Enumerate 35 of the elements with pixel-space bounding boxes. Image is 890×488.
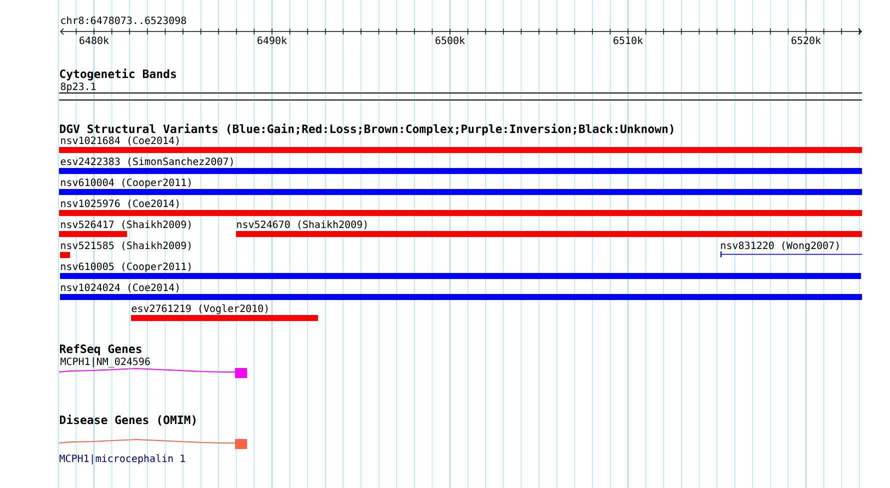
track-heading: RefSeq Genes bbox=[60, 344, 142, 356]
variant-bar: nsv521585 (Shaikh2009) bbox=[60, 241, 191, 258]
node-label: nsv524670 (Shaikh2009) bbox=[237, 220, 367, 230]
track-heading: Disease Genes (OMIM) bbox=[60, 414, 196, 426]
node-label: nsv521585 (Shaikh2009) bbox=[61, 241, 191, 250]
node-label: nsv1024024 (Coe2014) bbox=[61, 283, 179, 292]
tick-label: 6480k bbox=[80, 36, 109, 44]
variant-bar: nsv1021684 (Coe2014) bbox=[59, 136, 862, 153]
variant-bar: nsv610005 (Cooper2011) bbox=[60, 262, 861, 279]
cytoband-bar: 8p23.1 bbox=[58, 82, 862, 100]
variant-bar: esv2761219 (Vogler2010) bbox=[131, 304, 318, 321]
variant-bar: nsv610004 (Cooper2011) bbox=[59, 178, 862, 195]
variant-bar: esv2422383 (SimonSanchez2007) bbox=[59, 157, 862, 174]
tick-label: 6490k bbox=[258, 36, 287, 44]
variant-line: nsv831220 (Wong2007) bbox=[720, 241, 862, 258]
node-label: nsv1025976 (Coe2014) bbox=[61, 199, 179, 208]
variant-bar: nsv1024024 (Coe2014) bbox=[60, 283, 862, 300]
tick-label: 6520k bbox=[792, 36, 821, 44]
track-heading: DGV Structural Variants (Blue:Gain;Red:Loss;Brown:Complex;Purple:Inversion;Black:Unknown) bbox=[60, 124, 674, 136]
node-label: esv2422383 (SimonSanchez2007) bbox=[60, 157, 233, 166]
node-label: nsv1021684 (Coe2014) bbox=[61, 136, 179, 146]
node-label: esv2761219 (Vogler2010) bbox=[132, 304, 268, 314]
variant-bar: nsv526417 (Shaikh2009) bbox=[59, 220, 191, 237]
variant-bar: nsv524670 (Shaikh2009) bbox=[236, 220, 862, 237]
coord-label: chr8:6478073..6523098 bbox=[61, 16, 186, 24]
node-label: nsv610004 (Cooper2011) bbox=[61, 178, 191, 188]
tick-label: 6510k bbox=[614, 36, 643, 44]
node-label: MCPH1|NM_024596 bbox=[60, 357, 150, 368]
gene-model: MCPH1|microcephalin 1 bbox=[58, 439, 247, 464]
node-label: nsv610005 (Cooper2011) bbox=[61, 262, 191, 272]
variant-bar: nsv1025976 (Coe2014) bbox=[59, 199, 862, 216]
node-label: nsv526417 (Shaikh2009) bbox=[61, 220, 191, 230]
tick-label: 6500k bbox=[436, 36, 465, 44]
node-label: MCPH1|microcephalin 1 bbox=[60, 454, 185, 464]
gene-model: MCPH1|NM_024596 bbox=[58, 357, 247, 378]
